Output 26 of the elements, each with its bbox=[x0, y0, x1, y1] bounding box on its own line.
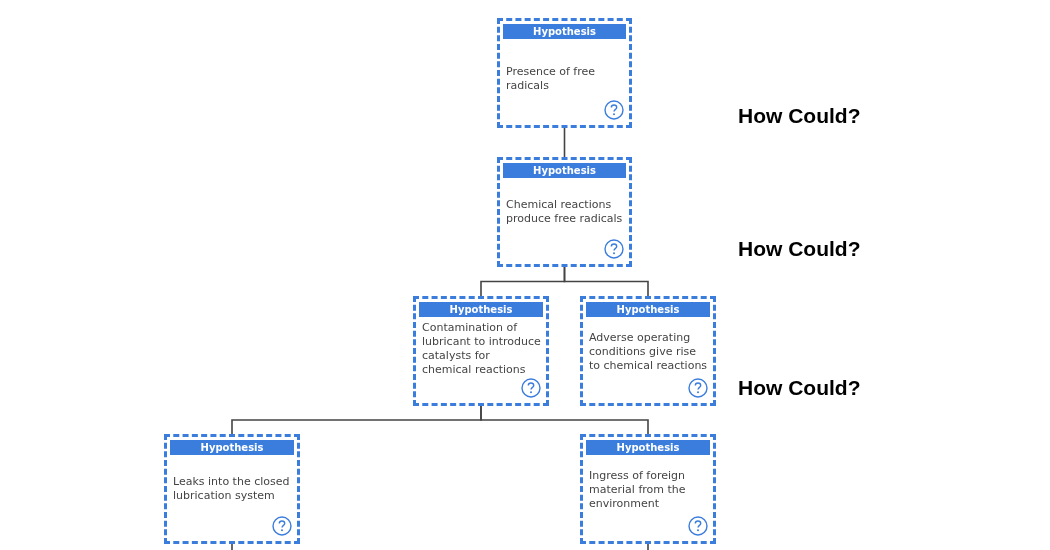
hypothesis-card bbox=[413, 296, 549, 406]
question-label: How Could? bbox=[738, 104, 861, 128]
card-header: Hypothesis bbox=[503, 24, 626, 39]
hypothesis-text: Adverse operating conditions give rise to chemical reactions bbox=[589, 331, 709, 373]
connector-line bbox=[563, 266, 649, 297]
connector-line bbox=[647, 543, 649, 550]
hypothesis-card bbox=[580, 296, 716, 406]
hypothesis-text: Chemical reactions produce free radicals bbox=[506, 198, 624, 226]
hypothesis-text: Presence of free radicals bbox=[506, 65, 597, 93]
connector-line bbox=[480, 405, 649, 435]
question-label: How Could? bbox=[738, 237, 861, 261]
card-header: Hypothesis bbox=[586, 440, 710, 455]
connector-line bbox=[231, 543, 233, 550]
connector-line bbox=[563, 127, 566, 158]
hypothesis-card bbox=[580, 434, 716, 544]
hypothesis-card bbox=[164, 434, 300, 544]
card-header: Hypothesis bbox=[503, 163, 626, 178]
hypothesis-card bbox=[497, 18, 632, 128]
hypothesis-text: Leaks into the closed lubrication system bbox=[173, 475, 291, 503]
hypothesis-text: Ingress of foreign material from the environment bbox=[589, 469, 687, 511]
hypothesis-card bbox=[497, 157, 632, 267]
card-header: Hypothesis bbox=[419, 302, 543, 317]
card-header: Hypothesis bbox=[586, 302, 710, 317]
hypothesis-text: Contamination of lubricant to introduce catalysts for chemical reactions bbox=[422, 321, 542, 377]
question-label: How Could? bbox=[738, 376, 861, 400]
card-header: Hypothesis bbox=[170, 440, 294, 455]
